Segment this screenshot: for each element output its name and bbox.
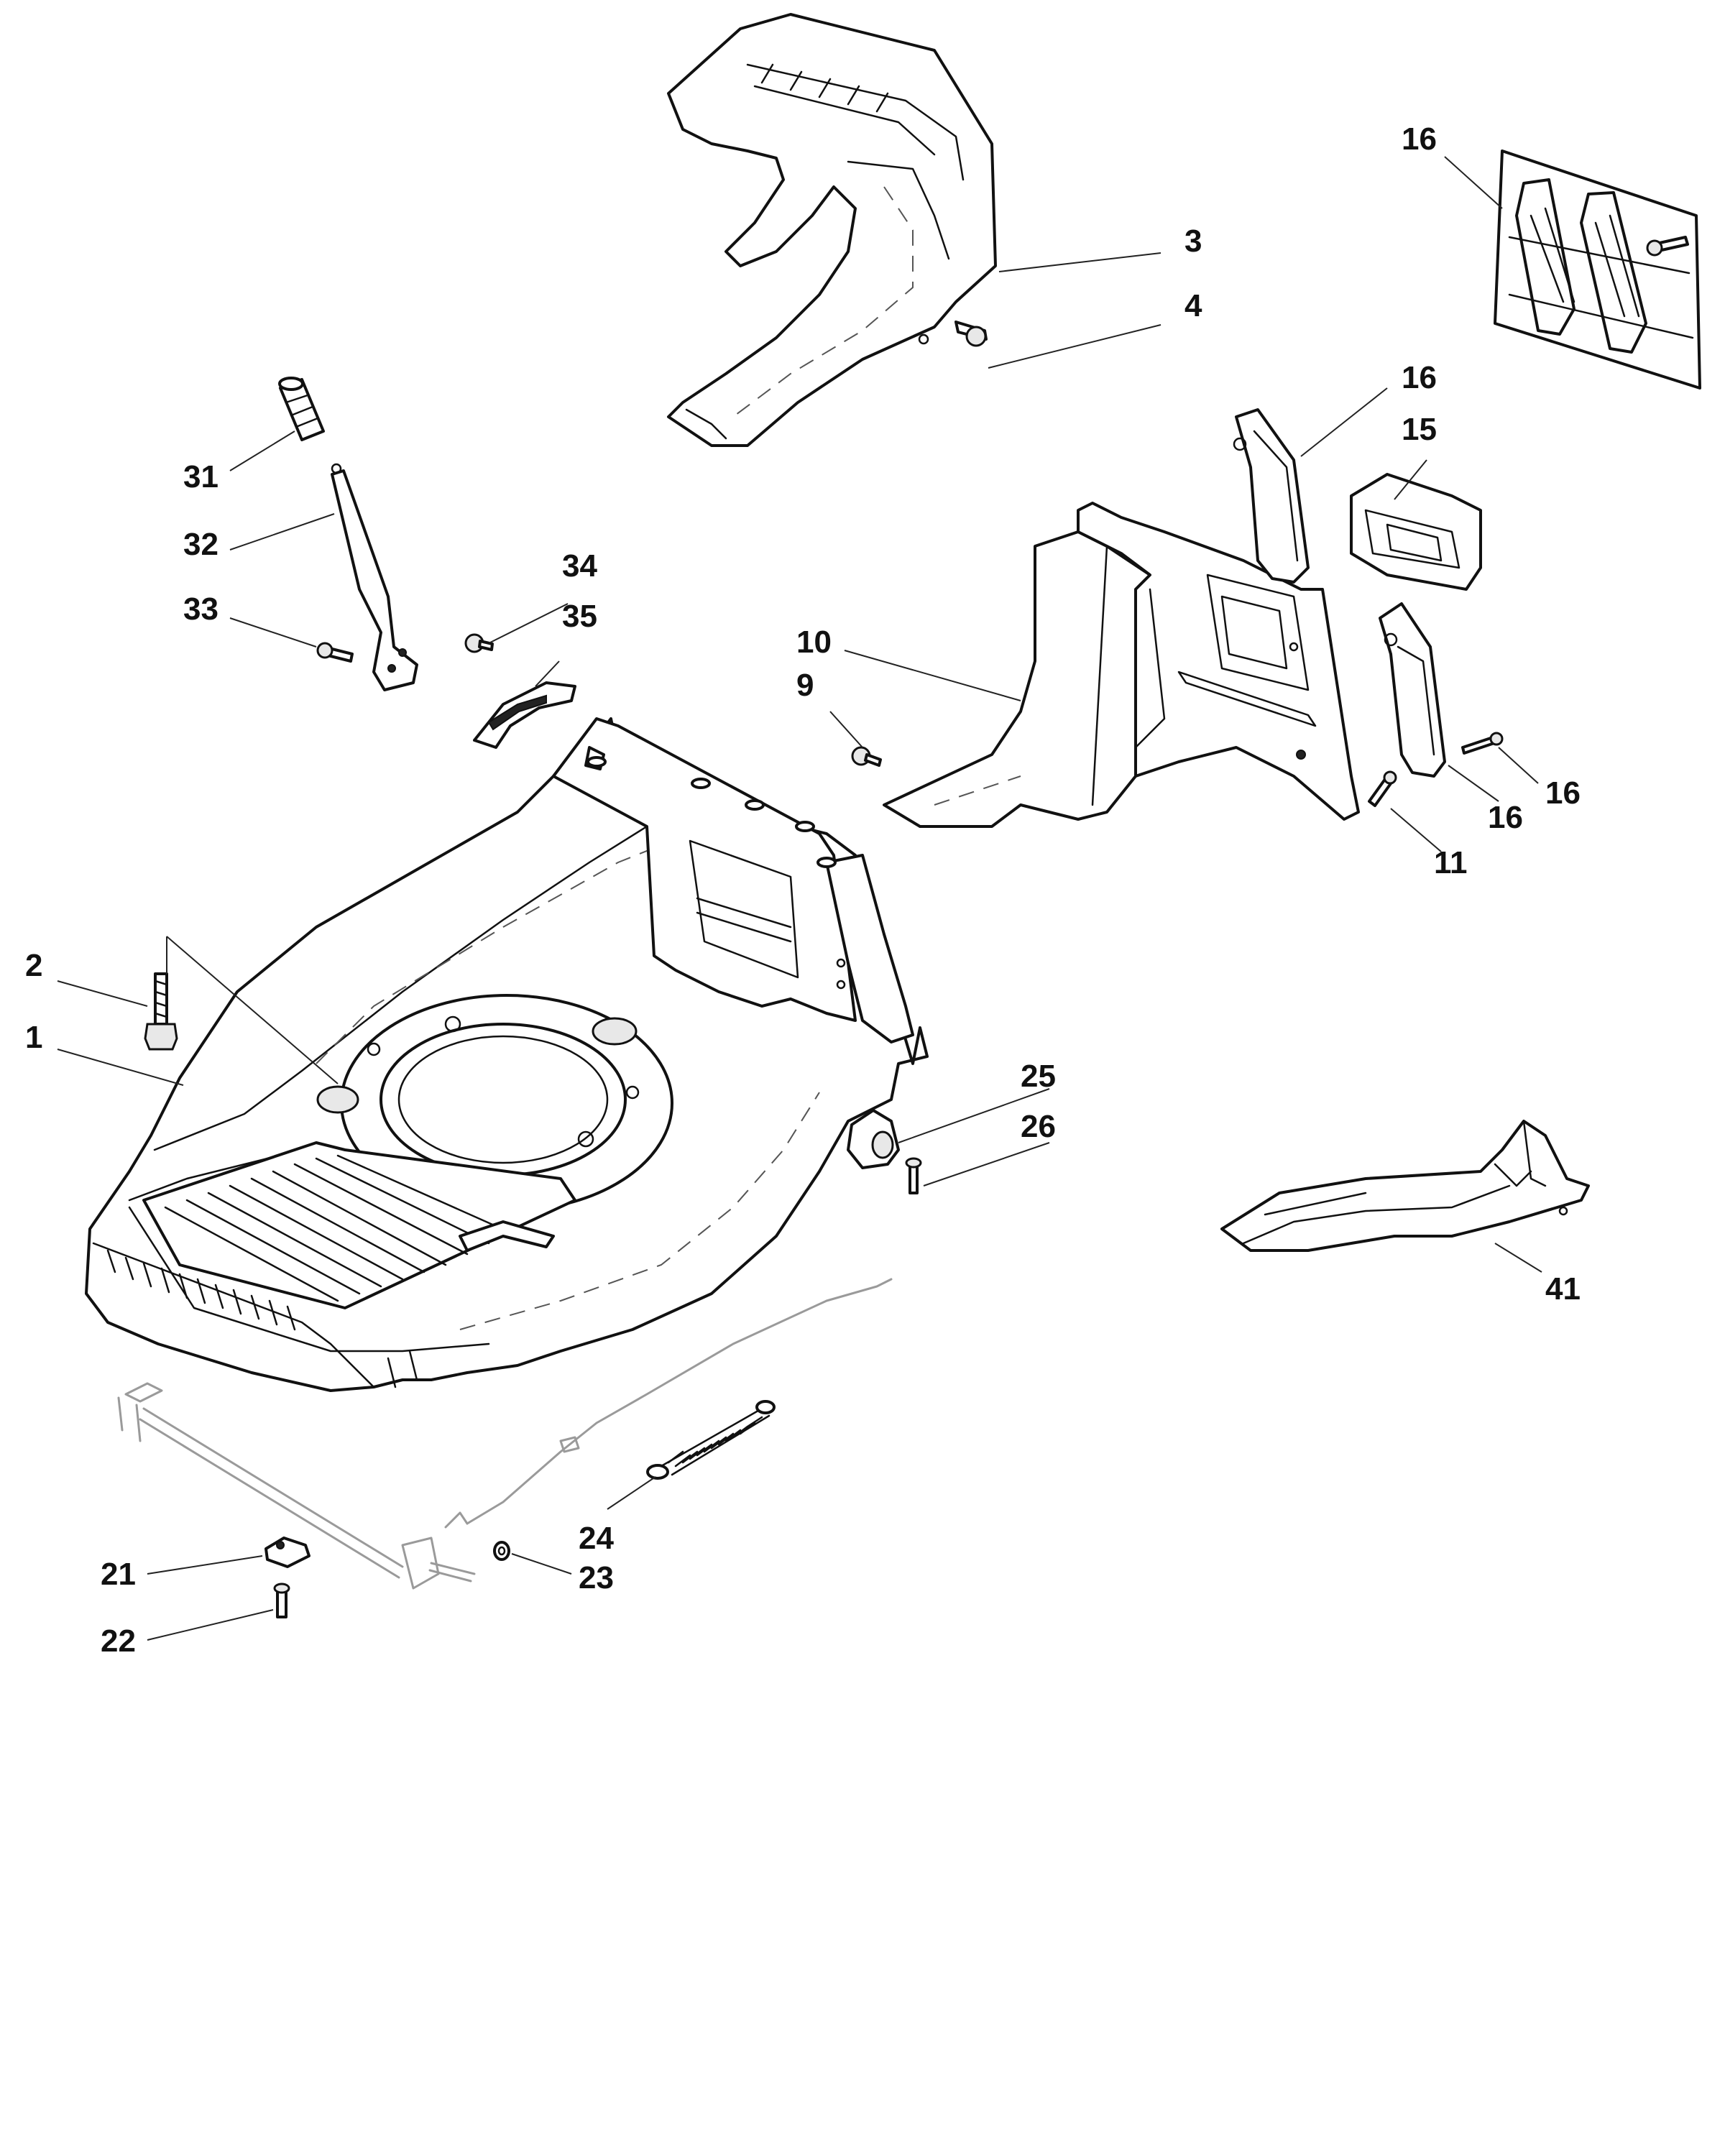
part-bolt-16 <box>1461 732 1504 755</box>
callout-16-top: 16 <box>1402 121 1437 157</box>
callout-23: 23 <box>579 1560 614 1595</box>
callout-21: 21 <box>101 1557 136 1592</box>
part-screw-4 <box>954 321 988 347</box>
part-arc-35 <box>473 681 576 749</box>
callout-11: 11 <box>1434 845 1468 880</box>
part-screw-34 <box>464 633 494 653</box>
part-bracket-16-left <box>1233 408 1310 584</box>
callout-10: 10 <box>796 625 832 660</box>
callout-31: 31 <box>183 459 218 494</box>
callout-2: 2 <box>25 948 42 983</box>
callout-15: 15 <box>1402 412 1437 447</box>
part-bolt-2 <box>144 972 178 1051</box>
part-drive-linkage <box>117 1278 893 1590</box>
part-bolt-11 <box>1368 770 1397 807</box>
callout-1: 1 <box>25 1020 42 1055</box>
part-bracket-16-lower <box>1379 602 1446 778</box>
part-plate-15 <box>1350 473 1482 591</box>
callout-4: 4 <box>1184 288 1202 323</box>
callout-16-upper: 16 <box>1402 360 1437 395</box>
part-screw-9 <box>851 746 882 767</box>
part-rear-cover <box>667 13 997 447</box>
part-bracket-21 <box>264 1537 310 1568</box>
part-washer-23 <box>493 1541 510 1561</box>
part-grip-31 <box>278 377 325 441</box>
callouts: 31 32 33 34 35 3 4 16 16 15 10 9 16 16 1… <box>25 121 1581 1659</box>
callout-35: 35 <box>562 599 597 634</box>
callout-16-right: 16 <box>1545 775 1581 811</box>
callout-3: 3 <box>1184 224 1202 259</box>
part-bolt-33 <box>316 642 354 663</box>
part-spring-24 <box>646 1400 776 1480</box>
callout-33: 33 <box>183 591 218 627</box>
leader-lines <box>57 156 1542 1641</box>
callout-34: 34 <box>562 548 597 584</box>
part-chute-frame-10 <box>883 502 1360 828</box>
part-deck-1 <box>85 717 929 1392</box>
callout-32: 32 <box>183 527 218 562</box>
part-screw-22 <box>273 1583 290 1618</box>
part-lever-32 <box>331 463 418 691</box>
part-plug-41 <box>1220 1120 1590 1252</box>
callout-25: 25 <box>1021 1059 1056 1094</box>
callout-22: 22 <box>101 1623 136 1659</box>
part-bracket-kit-16 <box>1494 149 1701 390</box>
part-screw-26 <box>905 1157 922 1194</box>
callout-24: 24 <box>579 1521 614 1556</box>
callout-26: 26 <box>1021 1109 1056 1144</box>
callout-16-lower: 16 <box>1488 800 1523 835</box>
callout-9: 9 <box>796 668 814 703</box>
part-clip-25 <box>847 1109 900 1169</box>
callout-41: 41 <box>1545 1271 1581 1307</box>
